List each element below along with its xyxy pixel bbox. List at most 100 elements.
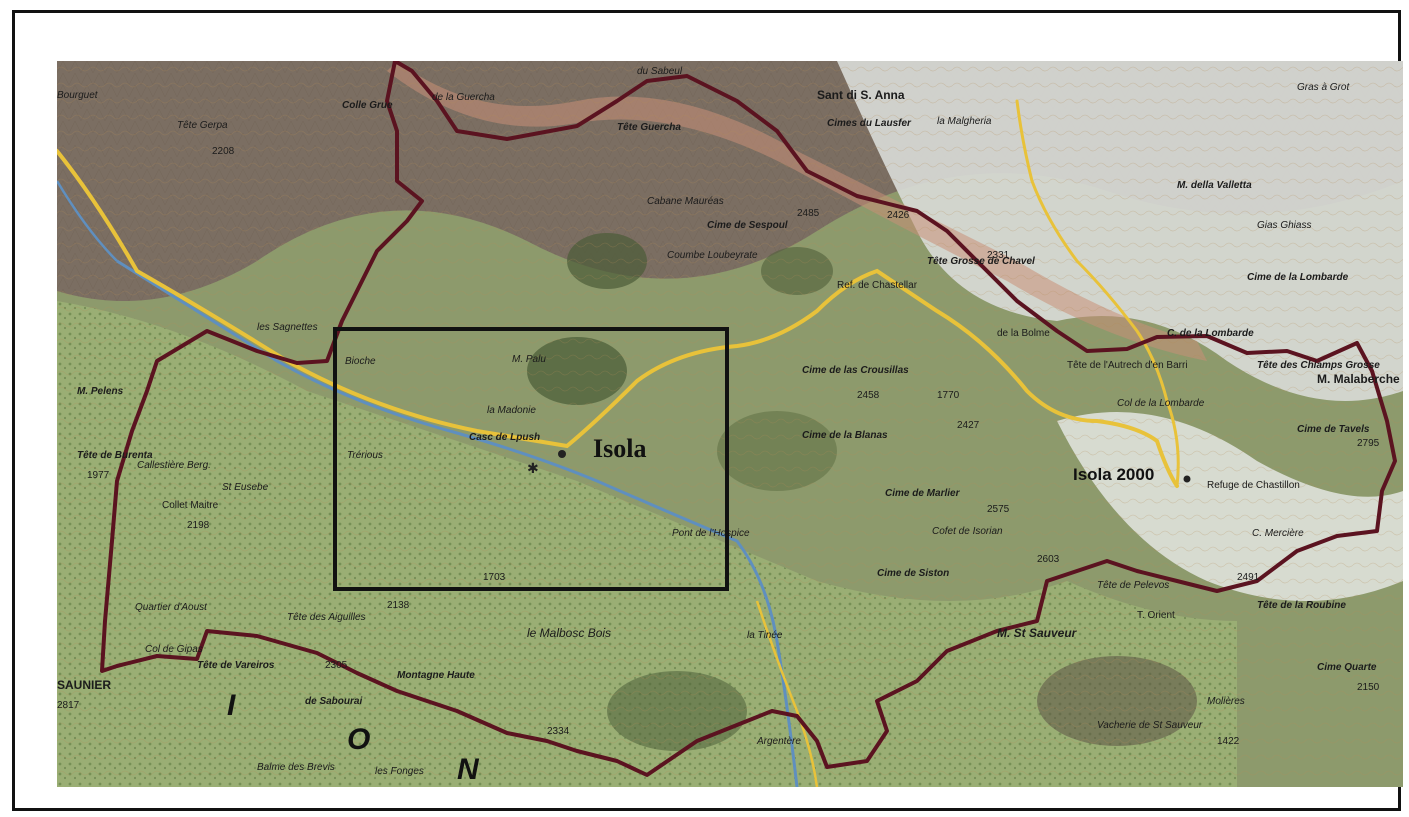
map-label: 2575 xyxy=(987,504,1010,515)
commune-boundary xyxy=(100,61,1397,777)
resort-label-isola2000: Isola 2000 xyxy=(1073,465,1155,484)
map-label: Col de la Lombarde xyxy=(1117,398,1205,409)
map-label: 2491 xyxy=(1237,572,1260,583)
map-label: Pont de l'Hospice xyxy=(672,528,750,539)
map-label: 1770 xyxy=(937,390,960,401)
road-d2205 xyxy=(57,149,1179,488)
map-label: Sant di S. Anna xyxy=(817,88,905,102)
map-label: C. de la Lombarde xyxy=(1167,328,1254,339)
map-label: 2305 xyxy=(325,660,348,671)
map-label: M. St Sauveur xyxy=(997,626,1077,640)
map-label: Tête des Chiamps Grosse xyxy=(1257,360,1380,371)
map-label: Casc de Lpush xyxy=(469,432,541,443)
map-label: les Sagnettes xyxy=(257,322,318,333)
map-label: Montagne Haute xyxy=(397,670,475,681)
map-label: Cimes du Lausfer xyxy=(827,118,911,129)
map-label: du Sabeul xyxy=(637,66,683,77)
map-label: M. Palu xyxy=(512,354,546,365)
map-label: Ref. de Chastellar xyxy=(837,280,918,291)
map-label: 2331 xyxy=(987,250,1010,261)
map-label: de la Guercha xyxy=(432,92,495,103)
map-label: Coumbe Loubeyrate xyxy=(667,250,758,261)
map-label: 1977 xyxy=(87,470,110,481)
map-label: Gias Ghiass xyxy=(1257,220,1312,231)
town-label-isola: Isola xyxy=(593,434,647,463)
map-label: Cofet de Isorian xyxy=(932,526,1003,537)
map-label: Argentère xyxy=(757,736,801,747)
map-label: Tête Grosse de Chavel xyxy=(927,256,1035,267)
map-label: la Malgheria xyxy=(937,116,992,127)
village-marker-isola xyxy=(558,450,566,458)
map-label: 2138 xyxy=(387,600,410,611)
map-label: les Fonges xyxy=(375,766,424,777)
map-label: Bourguet xyxy=(57,90,98,101)
church-icon: ✱ xyxy=(527,461,539,477)
figure-frame: ✱ Tête Gerpa 2208 Bourguet Colle Grue de… xyxy=(12,10,1403,811)
topographic-map: ✱ Tête Gerpa 2208 Bourguet Colle Grue de… xyxy=(57,61,1403,787)
map-canvas: ✱ xyxy=(57,61,1403,787)
map-label: Tête Gerpa xyxy=(177,120,228,131)
map-label: Cime Quarte xyxy=(1317,662,1377,673)
map-label: Cime de Tavels xyxy=(1297,424,1370,435)
map-label: Tête de Pelevos xyxy=(1097,580,1170,591)
map-label: T. Orient xyxy=(1137,610,1175,621)
map-label: 2208 xyxy=(212,146,235,157)
map-label: Colle Grue xyxy=(342,100,393,111)
map-label: Cime de las Crousillas xyxy=(802,365,909,376)
map-label: Tête Guercha xyxy=(617,122,681,133)
map-label: de Sabourai xyxy=(305,696,363,707)
map-label: SAUNIER xyxy=(57,678,112,692)
map-label: 2426 xyxy=(887,210,910,221)
map-label: 2198 xyxy=(187,520,210,531)
map-label: 2150 xyxy=(1357,682,1380,693)
map-label: le Malbosc Bois xyxy=(527,626,612,640)
village-marker-isola2000 xyxy=(1183,475,1191,483)
map-label: Cime de la Lombarde xyxy=(1247,272,1349,283)
map-label: Cime de Siston xyxy=(877,568,950,579)
map-label: la Tinée xyxy=(747,630,783,641)
road-south xyxy=(755,600,819,787)
map-label: Molières xyxy=(1207,696,1245,707)
region-letter: O xyxy=(347,723,373,756)
map-label: 2795 xyxy=(1357,438,1380,449)
map-label: Trérious xyxy=(347,450,383,461)
map-label: 2485 xyxy=(797,208,820,219)
map-label: Cime de Marlier xyxy=(885,488,960,499)
map-label: C. Mercière xyxy=(1252,528,1304,539)
map-label: 2458 xyxy=(857,390,880,401)
map-label: Refuge de Chastillon xyxy=(1207,480,1300,491)
map-label: 2334 xyxy=(547,726,570,737)
region-letter: I xyxy=(227,689,238,722)
map-label: M. della Valletta xyxy=(1177,180,1252,191)
map-label: Cabane Mauréas xyxy=(647,196,724,207)
map-label: Bioche xyxy=(345,356,376,367)
map-label: de la Bolme xyxy=(997,328,1050,339)
study-area-rectangle xyxy=(333,327,729,591)
map-label: 2427 xyxy=(957,420,980,431)
map-label: Callestière Berg. xyxy=(137,460,211,471)
region-letter: N xyxy=(457,753,481,786)
map-label: Tête de Burenta xyxy=(77,450,153,461)
map-label: Cime de la Blanas xyxy=(802,430,888,441)
map-label: la Madonie xyxy=(487,405,536,416)
map-label: M. Malaberche xyxy=(1317,372,1400,386)
map-label: 1422 xyxy=(1217,736,1240,747)
map-label: 2817 xyxy=(57,700,80,711)
map-label: Cime de Sespoul xyxy=(707,220,788,231)
map-label: Tête de l'Autrech d'en Barri xyxy=(1067,360,1188,371)
map-label: Gras à Grot xyxy=(1297,82,1350,93)
map-label: M. Pelens xyxy=(77,386,124,397)
river-tinee xyxy=(116,259,799,787)
map-label: Vacherie de St Sauveur xyxy=(1097,720,1203,731)
map-label: Col de Gipas xyxy=(145,644,203,655)
map-label: Tête des Aiguilles xyxy=(287,612,366,623)
map-label: Collet Maitre xyxy=(162,500,219,511)
map-label: 2603 xyxy=(1037,554,1060,565)
road-lombarde xyxy=(1015,99,1180,488)
map-label: Quartier d'Aoust xyxy=(135,602,207,613)
map-label: Tête de la Roubine xyxy=(1257,600,1346,611)
map-label: St Eusebe xyxy=(222,482,269,493)
map-label: Tête de Vareiros xyxy=(197,660,275,671)
map-label: Balme des Brevis xyxy=(257,762,335,773)
map-label: 1703 xyxy=(483,572,506,583)
